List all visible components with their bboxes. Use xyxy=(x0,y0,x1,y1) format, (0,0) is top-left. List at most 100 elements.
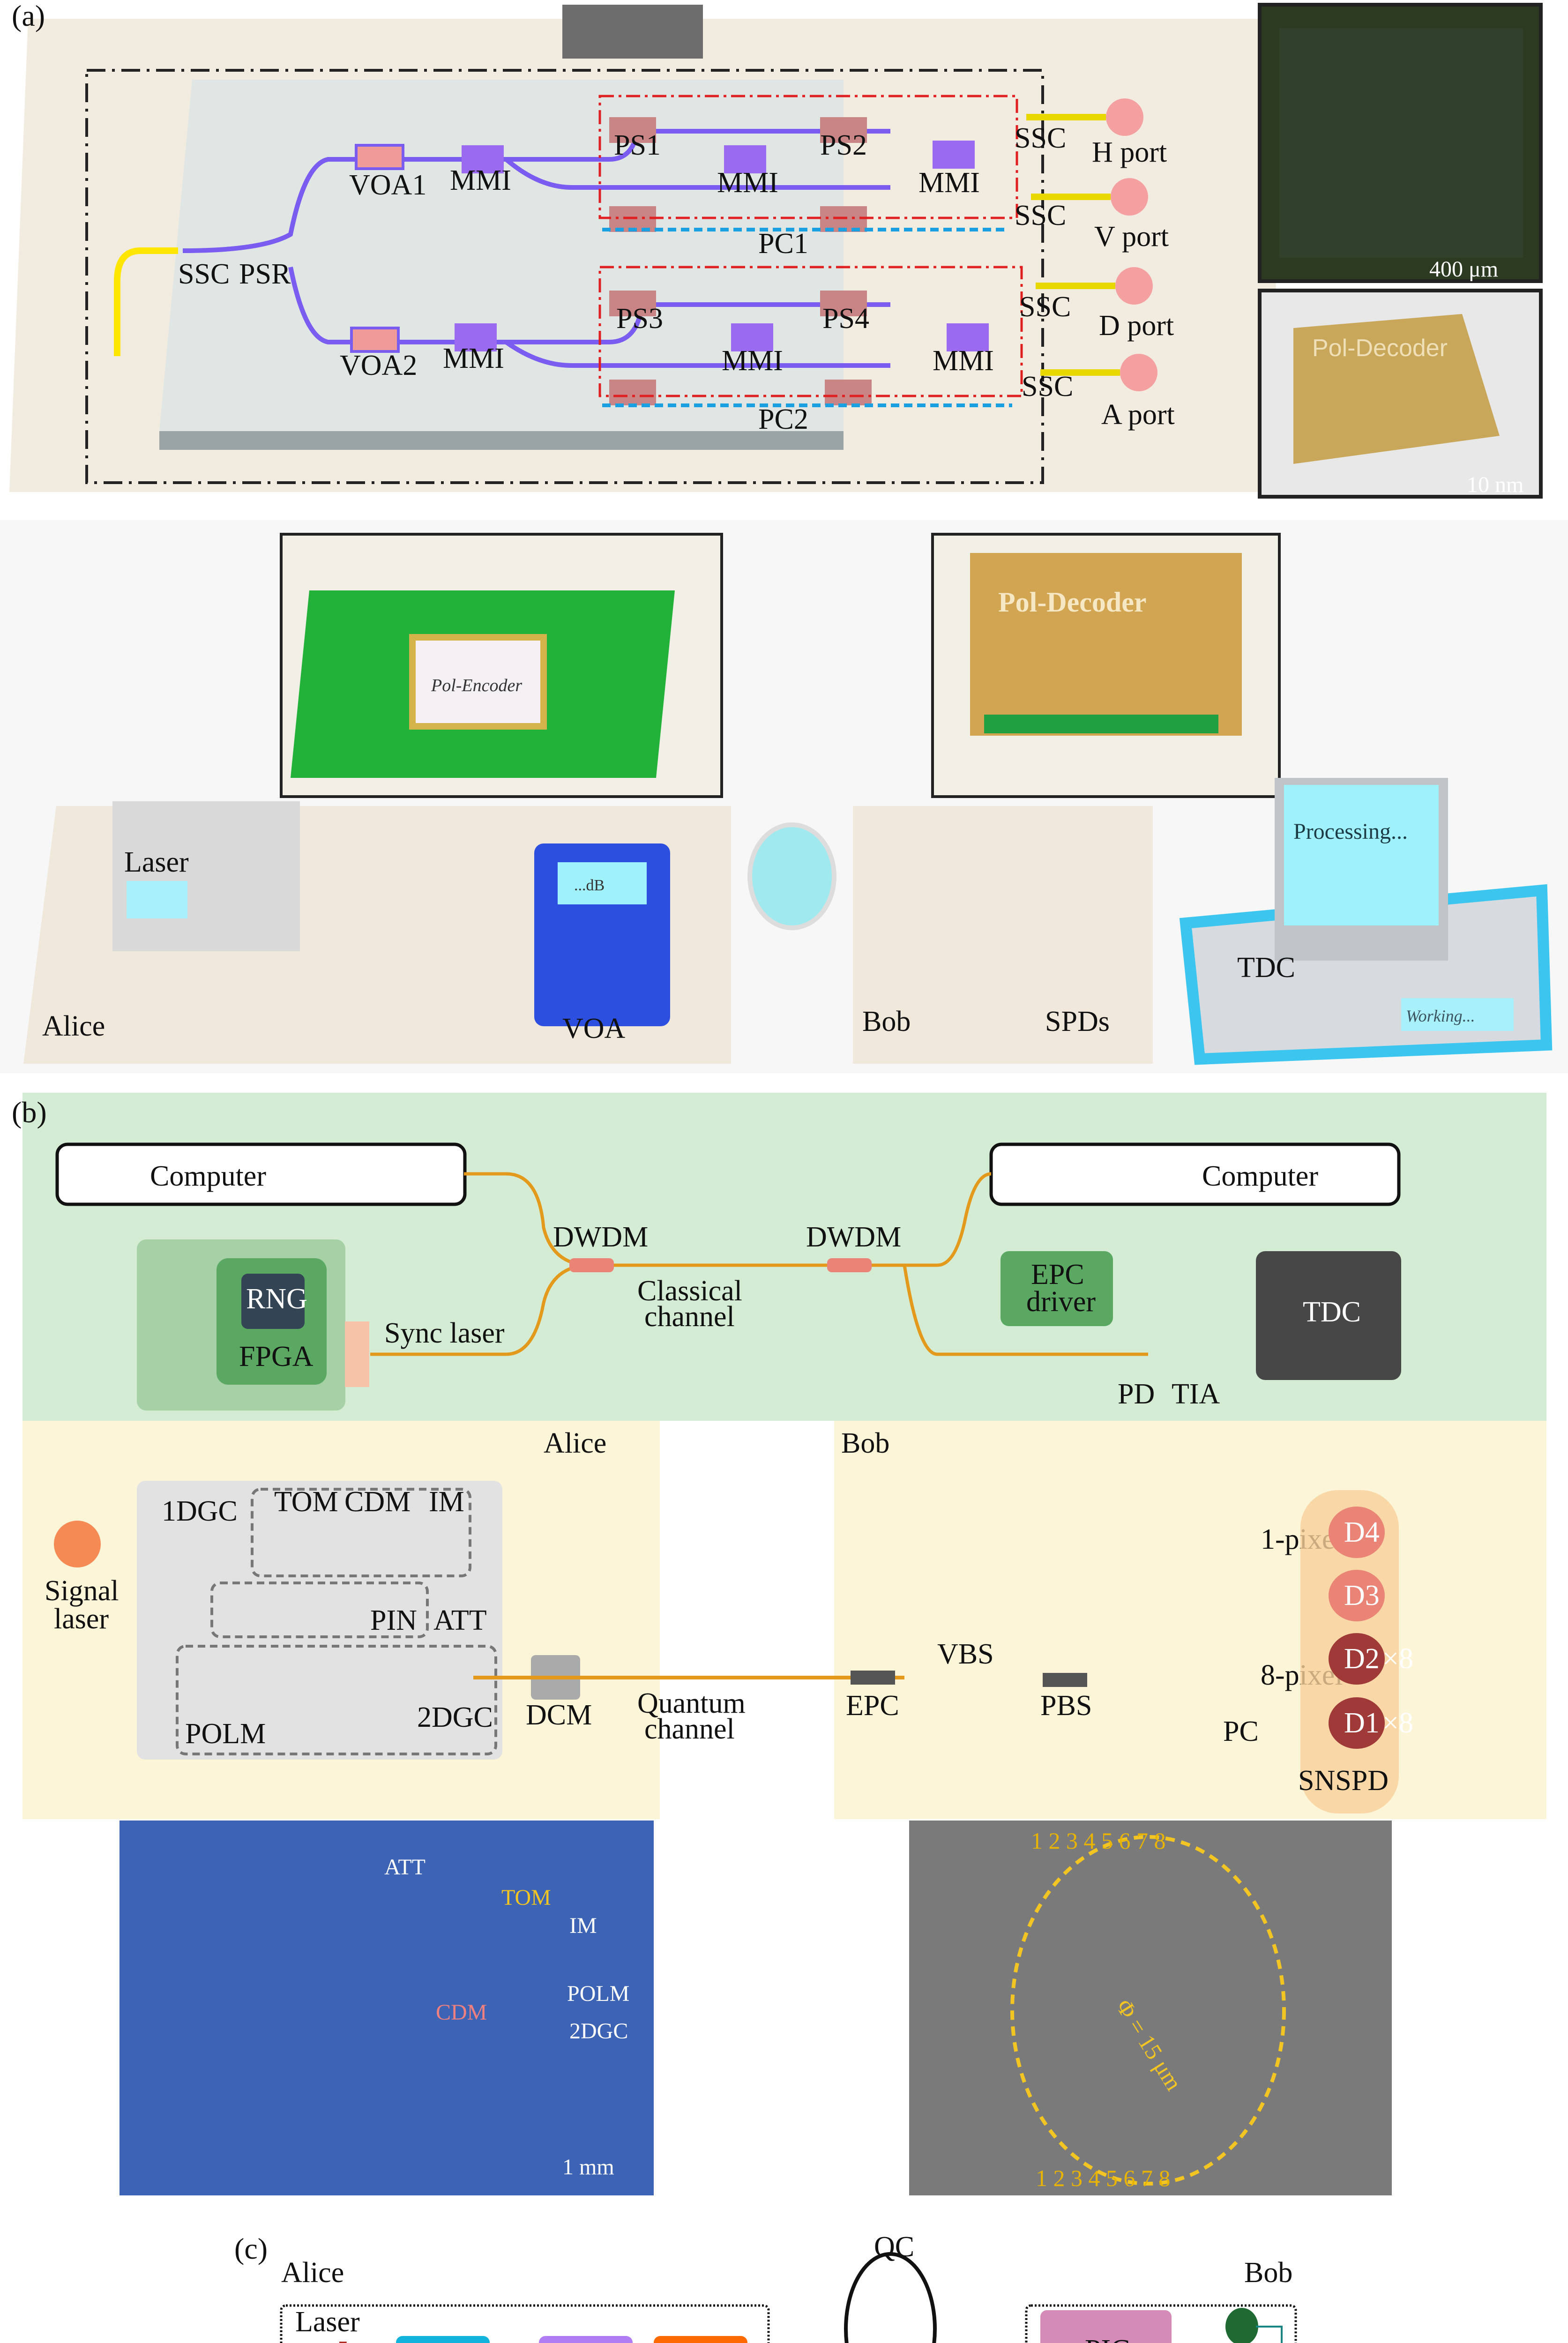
label-pin: PIN xyxy=(370,1604,417,1636)
phase-shifters xyxy=(609,117,872,405)
photo-label-2dgc: 2DGC xyxy=(569,2019,628,2044)
label-d1: D1 xyxy=(1344,1707,1380,1739)
label-package-scale: 10 nm xyxy=(1467,472,1523,497)
label-bob-computer: Computer xyxy=(1202,1160,1318,1192)
panel-a-drawing: (a) SSC PSR VOA1 VOA2 MMI MMI MMI MMI MM… xyxy=(0,0,1568,1073)
pic-bob-block xyxy=(1040,2310,1172,2343)
laser-box xyxy=(112,801,300,951)
photo-label-polm: POLM xyxy=(567,1981,629,2006)
label-voa2: VOA2 xyxy=(340,350,417,381)
label-polm: POLM xyxy=(185,1718,266,1750)
label-alice-c: Alice xyxy=(281,2257,344,2289)
label-1dgc: 1DGC xyxy=(162,1495,238,1527)
label-alice-computer: Computer xyxy=(150,1160,266,1192)
waveguides xyxy=(182,129,890,368)
label-vbs: VBS xyxy=(937,1638,994,1670)
label-bob-c: Bob xyxy=(1244,2257,1292,2289)
label-package-text: Pol-Decoder xyxy=(1312,335,1448,362)
label-laser: Laser xyxy=(124,846,189,878)
input-fiber xyxy=(114,247,178,356)
epc-block xyxy=(851,1671,895,1685)
chip-frame xyxy=(85,69,1044,484)
pc1-box xyxy=(598,95,1018,219)
label-tia: TIA xyxy=(1172,1378,1220,1410)
label-qc: QC xyxy=(874,2231,914,2263)
label-mmi-1: MMI xyxy=(450,164,511,196)
panel-c-drawing: (c) Alice Bob Laser ✱ Filter PIC DCF QC … xyxy=(234,2231,1297,2343)
sync-laser-block xyxy=(345,1321,369,1387)
label-classical: Classical xyxy=(637,1275,742,1307)
label-epc-driver-2: driver xyxy=(1026,1286,1096,1318)
label-im: IM xyxy=(429,1486,464,1518)
label-ps4: PS4 xyxy=(822,303,869,335)
label-x8-d1: ×8 xyxy=(1382,1707,1413,1739)
smf-coil xyxy=(844,2252,937,2343)
label-quantum: Quantum xyxy=(637,1687,746,1719)
laptop-text: Processing... xyxy=(1293,819,1408,844)
label-quantum-channel: channel xyxy=(644,1713,735,1745)
snspd-diameter-circle xyxy=(1010,1835,1286,2186)
label-pol-decoder: Pol-Decoder xyxy=(998,587,1147,618)
label-h-port: H port xyxy=(1092,136,1167,168)
label-sync-laser: Sync laser xyxy=(384,1317,505,1349)
pic-alice-block xyxy=(539,2336,633,2343)
voa-display: ...dB xyxy=(574,877,605,894)
label-x8-d2: ×8 xyxy=(1382,1643,1413,1675)
label-att: ATT xyxy=(433,1604,487,1636)
label-d3: D3 xyxy=(1344,1580,1380,1612)
tdc-display: Working... xyxy=(1406,1007,1475,1025)
label-bob-b: Bob xyxy=(841,1427,889,1459)
label-pic-bob: PIC xyxy=(1085,2334,1130,2343)
label-tom: TOM xyxy=(274,1486,338,1518)
photo-label-scale: 1 mm xyxy=(562,2155,614,2179)
pixel-numbers-top: 1 2 3 4 5 6 7 8 xyxy=(1031,1828,1166,1854)
label-dcm: DCM xyxy=(526,1699,592,1731)
label-ssc-a: SSC xyxy=(1022,371,1073,403)
photo-label-tom: TOM xyxy=(501,1885,551,1910)
detectors: D4 D3 D2 D1 xyxy=(1329,1507,1385,1749)
label-mmi-6: MMI xyxy=(933,345,994,377)
label-chip-scale: 400 μm xyxy=(1429,257,1498,282)
label-ps2: PS2 xyxy=(820,129,867,161)
label-ssc-h: SSC xyxy=(1015,122,1066,154)
epc-driver xyxy=(1001,1251,1113,1326)
label-ps3: PS3 xyxy=(616,303,663,335)
photo-label-im: IM xyxy=(569,1913,597,1938)
label-ssc-in: SSC xyxy=(178,258,230,290)
mmi-blocks xyxy=(455,141,989,351)
label-alice-b: Alice xyxy=(544,1427,606,1459)
label-snspd: SNSPD xyxy=(1298,1765,1389,1797)
label-fpga-b: FPGA xyxy=(239,1341,314,1373)
panel-c: (c) Alice Bob Laser ✱ Filter PIC DCF QC … xyxy=(0,2231,1568,2343)
panel-b-label: (b) xyxy=(12,1096,47,1129)
polm-box xyxy=(176,1645,497,1755)
label-rng: RNG xyxy=(246,1283,307,1315)
label-d4: D4 xyxy=(1344,1516,1380,1548)
label-a-port: A port xyxy=(1101,399,1175,431)
filter-block xyxy=(396,2336,490,2343)
pc2-box xyxy=(598,266,1023,397)
dcf-block xyxy=(654,2336,747,2343)
control-wires xyxy=(1256,2326,1283,2343)
label-ssc-v: SSC xyxy=(1015,200,1066,231)
label-epc: EPC xyxy=(846,1690,899,1722)
label-2dgc: 2DGC xyxy=(417,1701,493,1733)
pixel-numbers-bottom: 1 2 3 4 5 6 7 8 xyxy=(1036,2165,1171,2191)
label-pc2: PC2 xyxy=(758,403,808,435)
label-spds: SPDs xyxy=(1045,1006,1110,1037)
label-psr: PSR xyxy=(239,258,291,290)
panel-a: (a) SSC PSR VOA1 VOA2 MMI MMI MMI MMI MM… xyxy=(0,0,1568,1078)
laptop-screen xyxy=(1284,785,1439,925)
label-d-port: D port xyxy=(1099,310,1174,342)
label-pc1: PC1 xyxy=(758,228,808,260)
label-pbs: PBS xyxy=(1040,1690,1092,1722)
label-bob: Bob xyxy=(862,1006,911,1037)
alice-chip xyxy=(137,1481,502,1760)
label-pc-b: PC xyxy=(1223,1716,1259,1747)
label-v-port: V port xyxy=(1094,221,1169,253)
label-pd: PD xyxy=(1118,1378,1155,1410)
panel-b-drawing: (b) Computer Computer RNG FPGA Sync lase… xyxy=(12,1093,1546,2195)
label-mmi-3: MMI xyxy=(717,167,778,199)
label-dwdm-bob: DWDM xyxy=(806,1221,901,1253)
label-alice: Alice xyxy=(42,1010,105,1042)
